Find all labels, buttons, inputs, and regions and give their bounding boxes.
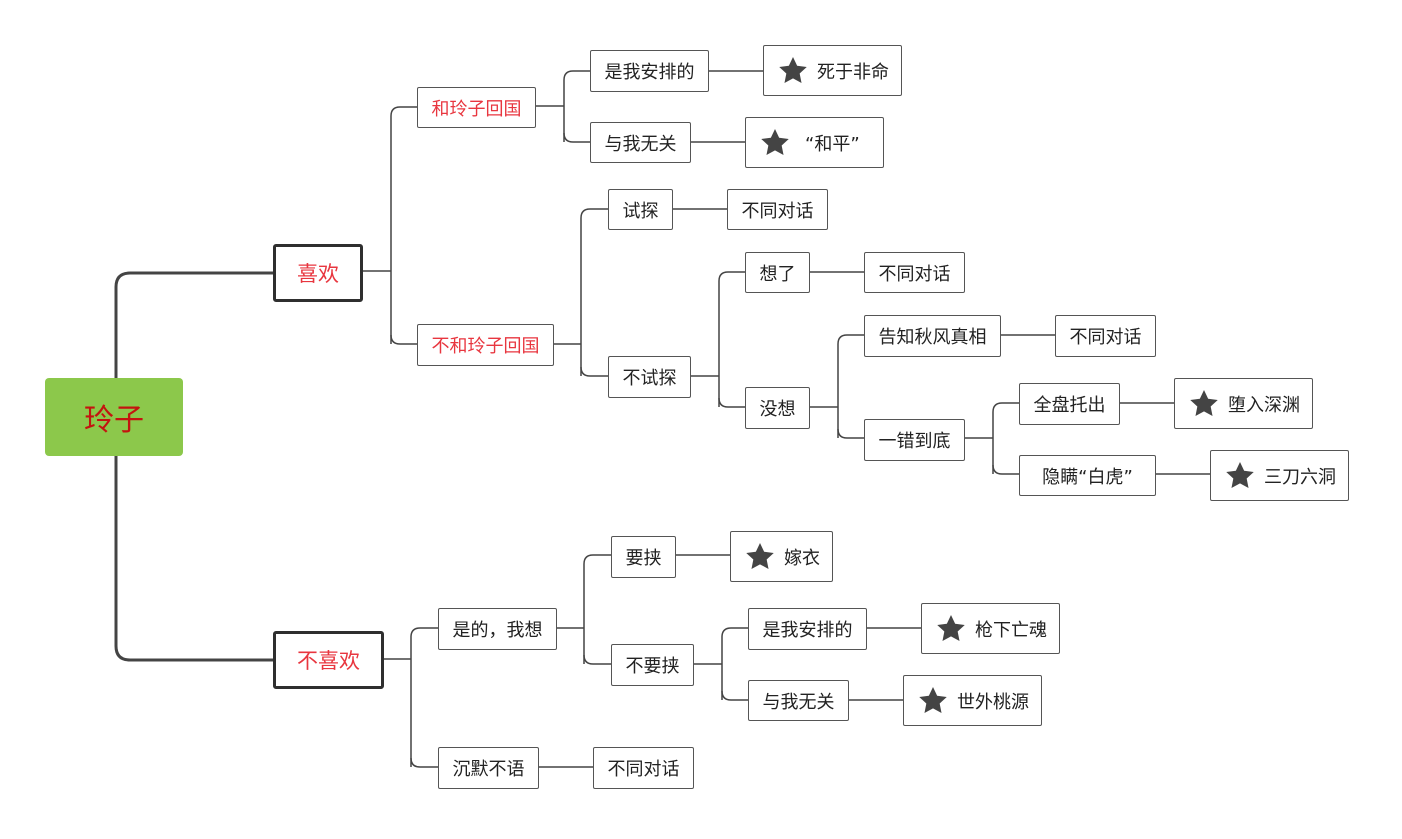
connector-notreturn-probe	[580, 208, 609, 376]
node-no-probe[interactable]: 不试探	[608, 356, 691, 398]
connector-notreturn-noprobe	[580, 366, 609, 377]
ending-label: 死于非命	[817, 61, 889, 83]
ending-label: 嫁衣	[784, 547, 820, 569]
connector-mistake-hide	[992, 464, 1020, 475]
connector-root-like	[114, 271, 275, 378]
connector-like-return	[390, 106, 418, 344]
result-node-silent[interactable]: 不同对话	[593, 747, 694, 789]
connector-mistake-confess	[992, 402, 1020, 474]
connector-notthought-mistake	[837, 428, 865, 439]
star-icon	[1188, 388, 1220, 420]
connector-return-unrelated	[563, 132, 591, 143]
ending-label: 堕入深渊	[1228, 394, 1300, 416]
node-yes-want[interactable]: 是的，我想	[438, 608, 557, 650]
node-no-coerce[interactable]: 不要挟	[611, 644, 694, 686]
node-silent[interactable]: 沉默不语	[438, 747, 539, 789]
connector-nocoerce-unrelated	[721, 690, 749, 701]
ending-node-gun[interactable]: 枪下亡魂	[921, 603, 1060, 654]
star-icon	[744, 541, 776, 573]
result-node-tell-truth[interactable]: 不同对话	[1055, 315, 1156, 357]
node-dislike[interactable]: 不喜欢	[273, 631, 384, 689]
node-not-return[interactable]: 不和玲子回国	[417, 324, 554, 366]
connector-yes-coerce	[583, 554, 612, 664]
node-one-mistake[interactable]: 一错到底	[864, 419, 965, 461]
ending-node-wedding-dress[interactable]: 嫁衣	[730, 531, 833, 582]
ending-node-heping[interactable]: “和平”	[745, 117, 884, 168]
connector-root-dislike	[114, 456, 275, 662]
ending-node-three-knives[interactable]: 三刀六洞	[1210, 450, 1349, 501]
result-node-thought[interactable]: 不同对话	[864, 252, 965, 293]
node-unrelated[interactable]: 与我无关	[590, 122, 691, 163]
connector-dislike-yes	[410, 627, 439, 767]
connector-notthought-tell	[837, 334, 865, 438]
node-tell-truth[interactable]: 告知秋风真相	[864, 315, 1001, 357]
ending-label: 三刀六洞	[1264, 466, 1336, 488]
node-return-home[interactable]: 和玲子回国	[417, 87, 536, 128]
node-thought[interactable]: 想了	[745, 252, 810, 293]
node-arranged[interactable]: 是我安排的	[590, 50, 709, 92]
node-coerce[interactable]: 要挟	[611, 536, 676, 578]
connector-like-notreturn	[390, 334, 418, 345]
star-icon	[917, 685, 949, 717]
ending-node-paradise[interactable]: 世外桃源	[903, 675, 1042, 726]
root-node[interactable]: 玲子	[45, 378, 183, 456]
result-node-probe[interactable]: 不同对话	[727, 189, 828, 230]
ending-label: “和平”	[805, 133, 860, 155]
connector-nocoerce-arranged	[721, 627, 749, 700]
node-nc-arranged[interactable]: 是我安排的	[748, 608, 867, 650]
connector-return-arranged	[563, 70, 591, 142]
star-icon	[1224, 460, 1256, 492]
connector-dislike-silent	[410, 757, 439, 768]
star-icon	[759, 127, 791, 159]
star-icon	[935, 613, 967, 645]
connector-noprobe-notthought	[718, 397, 746, 408]
star-icon	[777, 55, 809, 87]
node-nc-unrelated[interactable]: 与我无关	[748, 680, 849, 721]
connector-yes-nocoerce	[583, 654, 612, 665]
ending-node-abyss[interactable]: 堕入深渊	[1174, 378, 1313, 429]
node-not-thought[interactable]: 没想	[745, 387, 810, 429]
ending-node-sihu[interactable]: 死于非命	[763, 45, 902, 96]
node-like[interactable]: 喜欢	[273, 244, 363, 302]
node-probe[interactable]: 试探	[608, 189, 673, 230]
ending-label: 世外桃源	[957, 691, 1029, 713]
node-confess-all[interactable]: 全盘托出	[1019, 383, 1120, 425]
ending-label: 枪下亡魂	[975, 619, 1047, 641]
connector-noprobe-thought	[718, 271, 746, 407]
node-hide-tiger[interactable]: 隐瞒“白虎”	[1019, 455, 1156, 496]
